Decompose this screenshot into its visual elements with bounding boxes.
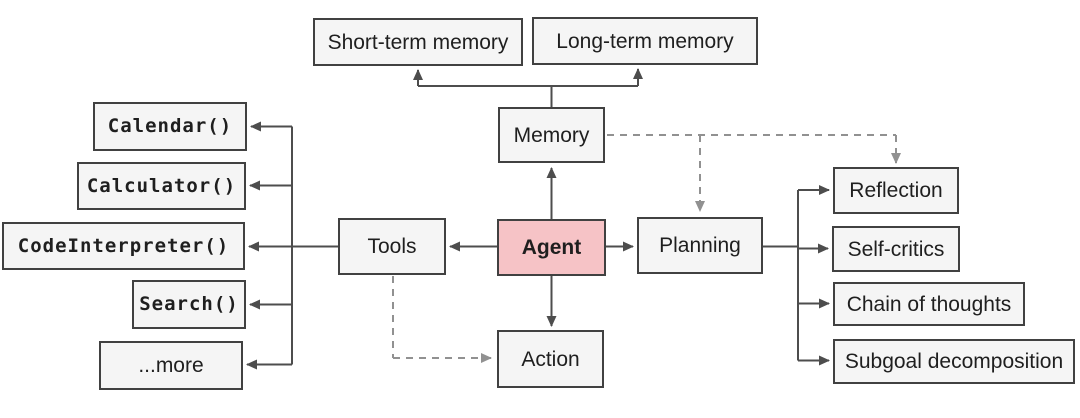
node-tools: Tools (338, 218, 446, 275)
node-code-interpreter: CodeInterpreter() (2, 222, 245, 270)
node-more: ...more (99, 341, 243, 390)
node-long-term-memory: Long-term memory (532, 17, 758, 65)
node-reflection: Reflection (833, 167, 959, 214)
node-subgoal-decomposition: Subgoal decomposition (833, 339, 1075, 384)
node-planning: Planning (637, 217, 763, 274)
node-search: Search() (132, 280, 246, 329)
node-short-term-memory: Short-term memory (313, 18, 523, 66)
node-self-critics: Self-critics (832, 226, 960, 272)
node-chain-of-thoughts: Chain of thoughts (833, 282, 1025, 326)
node-calendar: Calendar() (93, 102, 247, 151)
node-memory: Memory (498, 107, 605, 163)
node-calculator: Calculator() (77, 162, 246, 210)
node-action: Action (497, 330, 604, 388)
node-agent: Agent (497, 219, 606, 276)
